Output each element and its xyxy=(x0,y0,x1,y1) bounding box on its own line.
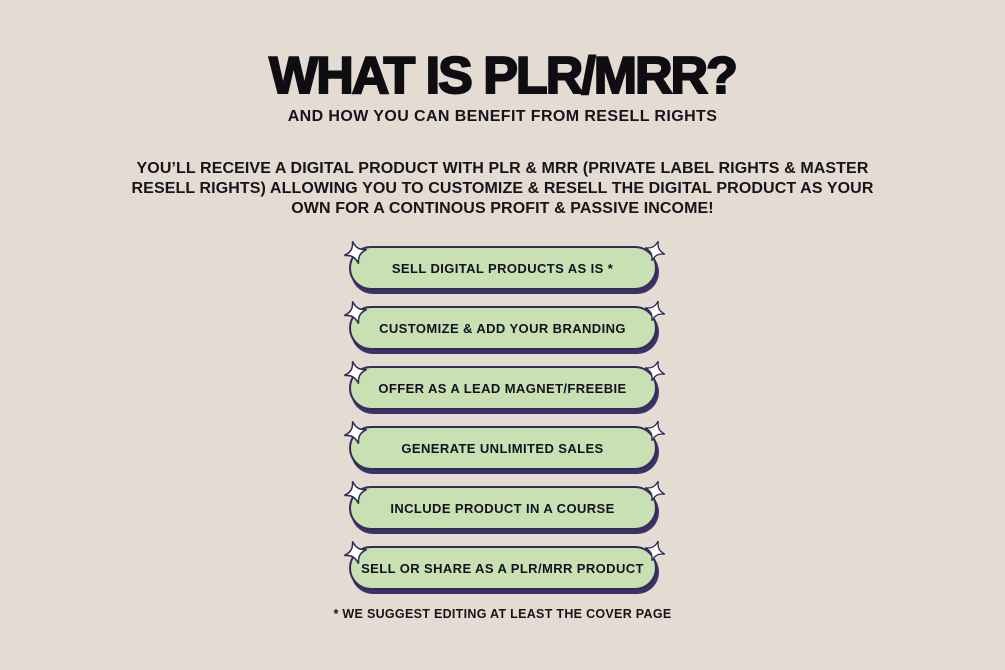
sparkle-icon xyxy=(639,296,669,326)
benefit-pill-share-as-plr: SELL OR SHARE AS A PLR/MRR PRODUCT xyxy=(343,540,665,590)
sparkle-icon xyxy=(338,296,371,329)
intro-line: YOU’LL RECEIVE A DIGITAL PRODUCT WITH PL… xyxy=(136,160,869,177)
sparkle-icon xyxy=(338,356,371,389)
intro-line: RESELL RIGHTS) ALLOWING YOU TO CUSTOMIZE… xyxy=(131,180,874,197)
page-subtitle: AND HOW YOU CAN BENEFIT FROM RESELL RIGH… xyxy=(287,108,718,125)
sparkle-icon xyxy=(338,476,371,509)
benefit-pill-unlimited-sales: GENERATE UNLIMITED SALES xyxy=(343,420,665,470)
footnote-text: * WE SUGGEST EDITING AT LEAST THE COVER … xyxy=(333,607,672,621)
sparkle-icon xyxy=(639,236,669,266)
sparkle-icon xyxy=(338,416,371,449)
sparkle-icon xyxy=(639,476,669,506)
benefits-list: SELL DIGITAL PRODUCTS AS IS * CUSTOMIZE … xyxy=(343,240,665,590)
sparkle-icon xyxy=(639,416,669,446)
benefit-label: SELL OR SHARE AS A PLR/MRR PRODUCT xyxy=(361,560,644,576)
benefit-pill-lead-magnet: OFFER AS A LEAD MAGNET/FREEBIE xyxy=(343,360,665,410)
intro-text: YOU’LL RECEIVE A DIGITAL PRODUCT WITH PL… xyxy=(0,159,1005,219)
benefit-pill-include-in-course: INCLUDE PRODUCT IN A COURSE xyxy=(343,480,665,530)
intro-line: OWN FOR A CONTINOUS PROFIT & PASSIVE INC… xyxy=(291,200,714,217)
benefit-label: GENERATE UNLIMITED SALES xyxy=(401,440,604,456)
benefit-label: INCLUDE PRODUCT IN A COURSE xyxy=(390,500,615,516)
benefit-label: CUSTOMIZE & ADD YOUR BRANDING xyxy=(379,320,626,336)
sparkle-icon xyxy=(639,536,669,566)
benefit-label: SELL DIGITAL PRODUCTS AS IS * xyxy=(391,260,614,276)
benefit-pill-sell-as-is: SELL DIGITAL PRODUCTS AS IS * xyxy=(343,240,665,290)
sparkle-icon xyxy=(338,236,371,269)
benefit-pill-customize-branding: CUSTOMIZE & ADD YOUR BRANDING xyxy=(343,300,665,350)
sparkle-icon xyxy=(639,356,669,386)
page-title: WHAT IS PLR/MRR? xyxy=(268,47,739,105)
benefit-label: OFFER AS A LEAD MAGNET/FREEBIE xyxy=(378,380,627,396)
